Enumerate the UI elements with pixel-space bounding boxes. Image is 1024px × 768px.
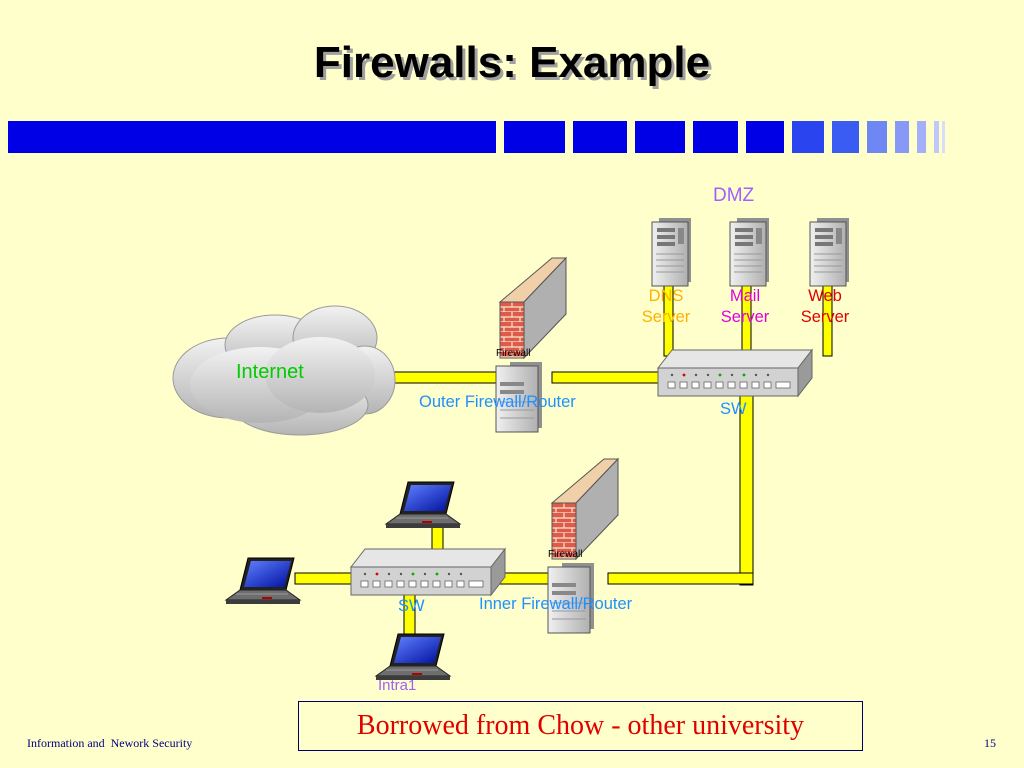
dmz-switch-label: SW: [720, 400, 747, 418]
intranet-switch-label: SW: [398, 597, 425, 615]
laptop-top-icon: [385, 481, 461, 529]
intranet-label: Intra1: [378, 677, 417, 694]
borrowed-notice: Borrowed from Chow - other university: [298, 701, 863, 751]
page-number: 15: [984, 736, 996, 750]
dns-server-icon: [651, 217, 692, 287]
outer-firewall-tag: Firewall: [496, 348, 531, 359]
web-server-icon: [809, 217, 850, 287]
intranet-switch-icon: [350, 548, 506, 596]
slide-title: Firewalls: Example: [313, 38, 711, 87]
mail-server-icon: [729, 217, 770, 287]
outer-firewall-label: Outer Firewall/Router: [419, 393, 576, 411]
internet-label: Internet: [236, 361, 304, 383]
inner-firewall-label: Inner Firewall/Router: [479, 595, 633, 613]
dmz-label: DMZ: [713, 185, 755, 206]
laptop-left-icon: [225, 557, 301, 605]
laptop-bottom-icon: [375, 633, 451, 681]
dmz-switch-icon: [657, 349, 813, 397]
internet-cloud: [172, 305, 396, 436]
inner-firewall-tag: Firewall: [548, 549, 583, 560]
footer-course-title: Information and Nework Security: [27, 736, 193, 750]
